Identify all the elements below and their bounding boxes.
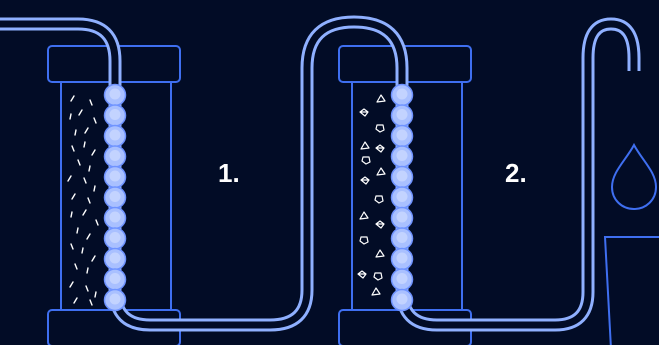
carbon-granule bbox=[359, 211, 369, 220]
sediment-speck bbox=[86, 233, 91, 240]
sediment-speck bbox=[89, 299, 93, 306]
sediment-speck bbox=[71, 145, 75, 152]
flow-bead-highlight bbox=[396, 170, 408, 182]
sediment-speck bbox=[89, 99, 93, 106]
sediment-speck bbox=[93, 117, 97, 124]
sediment-speck bbox=[91, 149, 96, 156]
sediment-speck bbox=[91, 255, 96, 262]
flow-bead-highlight bbox=[109, 129, 121, 141]
flow-bead-highlight bbox=[396, 252, 408, 264]
sediment-speck bbox=[74, 129, 77, 136]
sediment-speck bbox=[70, 243, 74, 250]
sediment-speck bbox=[81, 247, 84, 254]
step-2-label: 2. bbox=[505, 158, 527, 188]
sediment-speck bbox=[69, 113, 72, 120]
sediment-speck bbox=[93, 185, 96, 192]
sediment-speck bbox=[69, 281, 74, 288]
sediment-speck bbox=[76, 227, 79, 234]
filter-2-flow-beads bbox=[390, 83, 414, 312]
water-drop-icon bbox=[610, 142, 658, 211]
sediment-speck bbox=[83, 141, 86, 148]
water-pipe-channel bbox=[0, 18, 638, 329]
sediment-speck bbox=[94, 291, 97, 298]
carbon-granule bbox=[375, 249, 385, 258]
sediment-speck bbox=[70, 95, 75, 102]
water-pipe bbox=[0, 15, 641, 332]
carbon-granule bbox=[357, 270, 367, 279]
sediment-speck bbox=[77, 159, 81, 166]
sediment-speck bbox=[84, 127, 89, 134]
filter-1-flow-beads bbox=[103, 83, 127, 312]
sediment-speck bbox=[86, 267, 89, 274]
carbon-granule bbox=[375, 220, 385, 229]
flow-bead-highlight bbox=[109, 211, 121, 223]
flow-bead-highlight bbox=[396, 232, 408, 243]
flow-bead-highlight bbox=[109, 88, 121, 100]
step-1-label: 1. bbox=[218, 158, 240, 188]
flow-bead-highlight bbox=[109, 273, 121, 284]
carbon-granule bbox=[371, 287, 381, 296]
sediment-speck bbox=[78, 109, 83, 116]
flow-bead-highlight bbox=[396, 211, 408, 223]
carbon-granule bbox=[361, 156, 371, 165]
sediment-speck bbox=[70, 211, 73, 218]
sediment-speck bbox=[67, 175, 72, 182]
sediment-speck bbox=[83, 177, 87, 184]
flow-bead-highlight bbox=[109, 109, 121, 120]
sediment-speck bbox=[85, 285, 89, 292]
carbon-granule bbox=[375, 124, 385, 133]
carbon-granule bbox=[359, 108, 369, 117]
carbon-granule bbox=[359, 236, 369, 245]
flow-bead-highlight bbox=[396, 129, 408, 141]
sediment-speck bbox=[95, 219, 99, 226]
flow-bead-highlight bbox=[396, 150, 408, 161]
sediment-speck bbox=[87, 197, 91, 204]
carbon-granule bbox=[374, 195, 384, 204]
sediment-speck bbox=[88, 165, 91, 172]
flow-bead-highlight bbox=[109, 252, 121, 264]
flow-bead-highlight bbox=[109, 293, 121, 305]
sediment-speck bbox=[74, 263, 78, 270]
flow-bead-highlight bbox=[109, 191, 121, 202]
carbon-granule bbox=[375, 144, 385, 153]
carbon-granule bbox=[376, 94, 386, 103]
filter-1-sediment-particles bbox=[67, 95, 99, 306]
flow-bead-highlight bbox=[109, 232, 121, 243]
filter-2-carbon-granules bbox=[357, 94, 386, 296]
drinking-glass-icon bbox=[603, 236, 659, 345]
carbon-granule bbox=[376, 167, 386, 176]
carbon-granule bbox=[360, 141, 370, 150]
flow-bead-highlight bbox=[396, 191, 408, 202]
flow-bead-highlight bbox=[396, 273, 408, 284]
sediment-speck bbox=[73, 297, 78, 304]
carbon-granule bbox=[360, 176, 370, 185]
flow-bead-highlight bbox=[396, 88, 408, 100]
flow-bead-highlight bbox=[109, 150, 121, 161]
carbon-granule bbox=[373, 272, 383, 281]
water-pipe-outline bbox=[0, 15, 641, 332]
sediment-speck bbox=[71, 193, 76, 200]
sediment-speck bbox=[82, 209, 87, 216]
flow-bead-highlight bbox=[396, 293, 408, 305]
flow-bead-highlight bbox=[109, 170, 121, 182]
flow-bead-highlight bbox=[396, 109, 408, 120]
